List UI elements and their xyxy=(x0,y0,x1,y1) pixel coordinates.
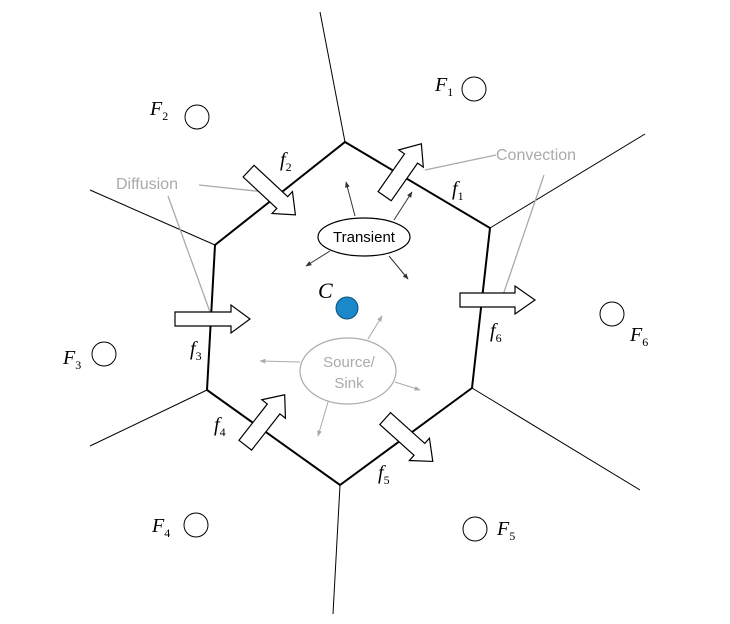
source-sink-label-line2: Sink xyxy=(334,375,364,392)
transient-arrow xyxy=(388,255,409,280)
neighbor-node-F3 xyxy=(91,341,117,367)
diffusion-pointer-line xyxy=(167,195,211,313)
neighbor-label-F4: F4 xyxy=(151,515,170,540)
neighbor-nodes xyxy=(91,76,625,542)
neighbor-label-F6: F6 xyxy=(629,324,648,349)
neighbor-node-F4 xyxy=(183,512,209,538)
convection-pointer-line xyxy=(501,174,545,299)
neighbor-node-F1 xyxy=(461,76,487,102)
face-label-f4: f4 xyxy=(214,414,226,439)
source-sink-ellipse xyxy=(299,337,397,405)
flux-arrow-f5 xyxy=(379,411,434,463)
transient-ellipse xyxy=(317,217,411,257)
flux-arrow-f3 xyxy=(174,303,252,335)
transient-arrow xyxy=(393,191,413,221)
face-label-f5: f5 xyxy=(378,462,390,487)
control-volume-cell xyxy=(205,140,492,487)
convection-pointer-line xyxy=(424,154,497,171)
transient-arrow xyxy=(345,181,356,217)
source-arrow xyxy=(317,401,329,437)
edge-line xyxy=(332,484,341,615)
convection-label: Convection xyxy=(496,147,576,164)
source-arrow xyxy=(259,358,301,364)
neighbor-label-F2: F2 xyxy=(149,98,168,123)
edge-line xyxy=(319,11,346,143)
centroid-point xyxy=(335,296,359,320)
pointer-lines xyxy=(167,154,545,313)
neighbor-label-F3: F3 xyxy=(62,347,81,372)
edge-line xyxy=(489,133,646,229)
diffusion-label: Diffusion xyxy=(116,176,178,193)
flux-arrows xyxy=(174,143,537,463)
source-arrow xyxy=(367,315,383,340)
source-sink-label-line1: Source/ xyxy=(323,354,376,371)
neighbor-node-F5 xyxy=(462,516,488,542)
face-label-f2: f2 xyxy=(280,149,292,174)
flux-arrow-f1 xyxy=(377,143,425,202)
face-label-f6: f6 xyxy=(490,320,502,345)
neighbor-node-F6 xyxy=(599,301,625,327)
neighbor-labels: F1 F2 F3 F4 F5 F6 xyxy=(62,74,648,543)
transient-arrow xyxy=(305,250,331,267)
neighbor-label-F5: F5 xyxy=(496,518,515,543)
face-labels: f1 f2 f3 f4 f5 f6 xyxy=(190,149,502,487)
transient-label: Transient xyxy=(333,229,396,246)
neighbor-edges xyxy=(89,11,646,615)
source-arrow xyxy=(394,381,421,391)
transient-group: Transient xyxy=(305,181,413,280)
neighbor-label-F1: F1 xyxy=(434,74,453,99)
flux-arrow-f6 xyxy=(459,284,537,316)
flux-arrow-f4 xyxy=(238,394,287,451)
neighbor-node-F2 xyxy=(184,104,210,130)
face-label-f1: f1 xyxy=(452,178,464,203)
centroid-label: C xyxy=(318,278,333,303)
edge-line xyxy=(89,189,216,246)
edge-line xyxy=(89,389,208,447)
edge-line xyxy=(471,387,641,491)
source-sink-group: Source/ Sink xyxy=(259,315,421,437)
face-label-f3: f3 xyxy=(190,338,202,363)
flux-arrow-f2 xyxy=(242,164,297,216)
diffusion-pointer-line xyxy=(198,184,266,193)
